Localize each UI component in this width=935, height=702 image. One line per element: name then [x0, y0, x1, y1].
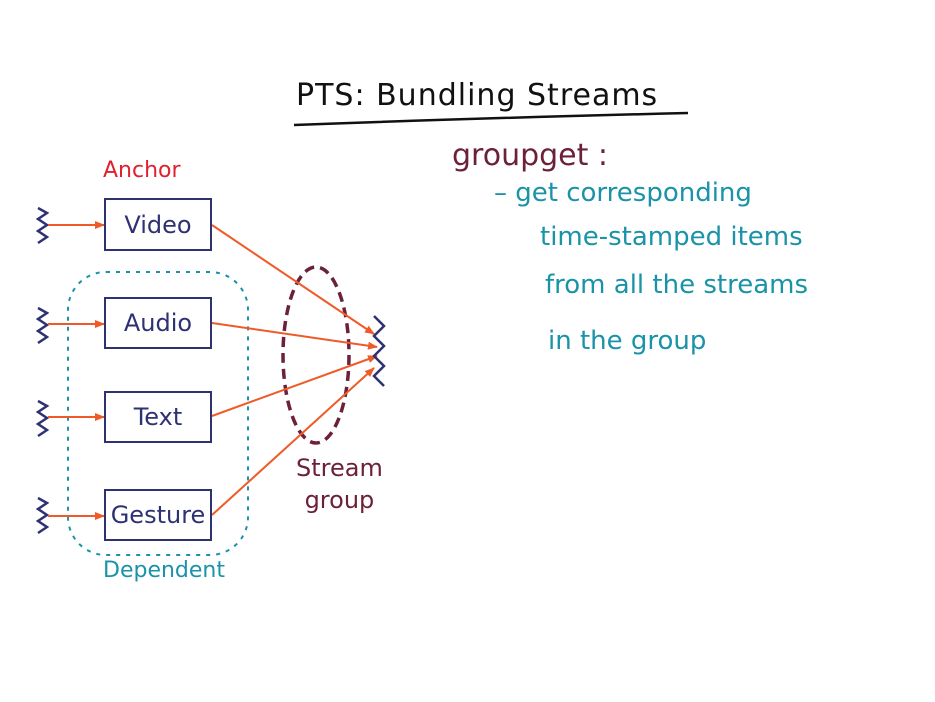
video-input-squiggle [35, 206, 50, 245]
video-output-arrow [211, 224, 375, 335]
output-bundle-squiggle [372, 315, 386, 387]
text-input-squiggle [35, 399, 50, 438]
gesture-output-arrow [211, 367, 375, 516]
dependent-label: Dependent [103, 558, 225, 583]
stream-group-label: Stream group [296, 452, 383, 516]
stream-box-gesture: Gesture [104, 489, 212, 541]
stream-group-ellipse [281, 265, 351, 445]
notes-line: in the group [548, 326, 707, 356]
text-output-arrow [211, 355, 378, 417]
audio-output-arrow [211, 322, 378, 350]
stream-box-label: Text [133, 403, 183, 431]
audio-input-squiggle [35, 306, 50, 345]
notes-heading: groupget : [452, 138, 609, 173]
stream-box-video: Video [104, 198, 212, 251]
gesture-input-squiggle [35, 496, 50, 535]
stream-box-label: Video [124, 210, 192, 239]
title-underline [293, 111, 689, 127]
notes-line: – get corresponding [494, 178, 752, 208]
stream-box-label: Audio [123, 309, 193, 337]
dependent-group-outline [67, 271, 249, 556]
notes-line: from all the streams [545, 270, 809, 300]
page-title: PTS: Bundling Streams [296, 78, 659, 113]
stream-box-label: Gesture [110, 501, 206, 529]
stream-group-label-line2: group [304, 486, 375, 514]
stream-group-label-line1: Stream [296, 454, 383, 482]
notes-line: time-stamped items [540, 222, 803, 252]
stream-box-audio: Audio [104, 297, 212, 349]
anchor-label: Anchor [103, 158, 181, 183]
stream-box-text: Text [104, 391, 212, 443]
